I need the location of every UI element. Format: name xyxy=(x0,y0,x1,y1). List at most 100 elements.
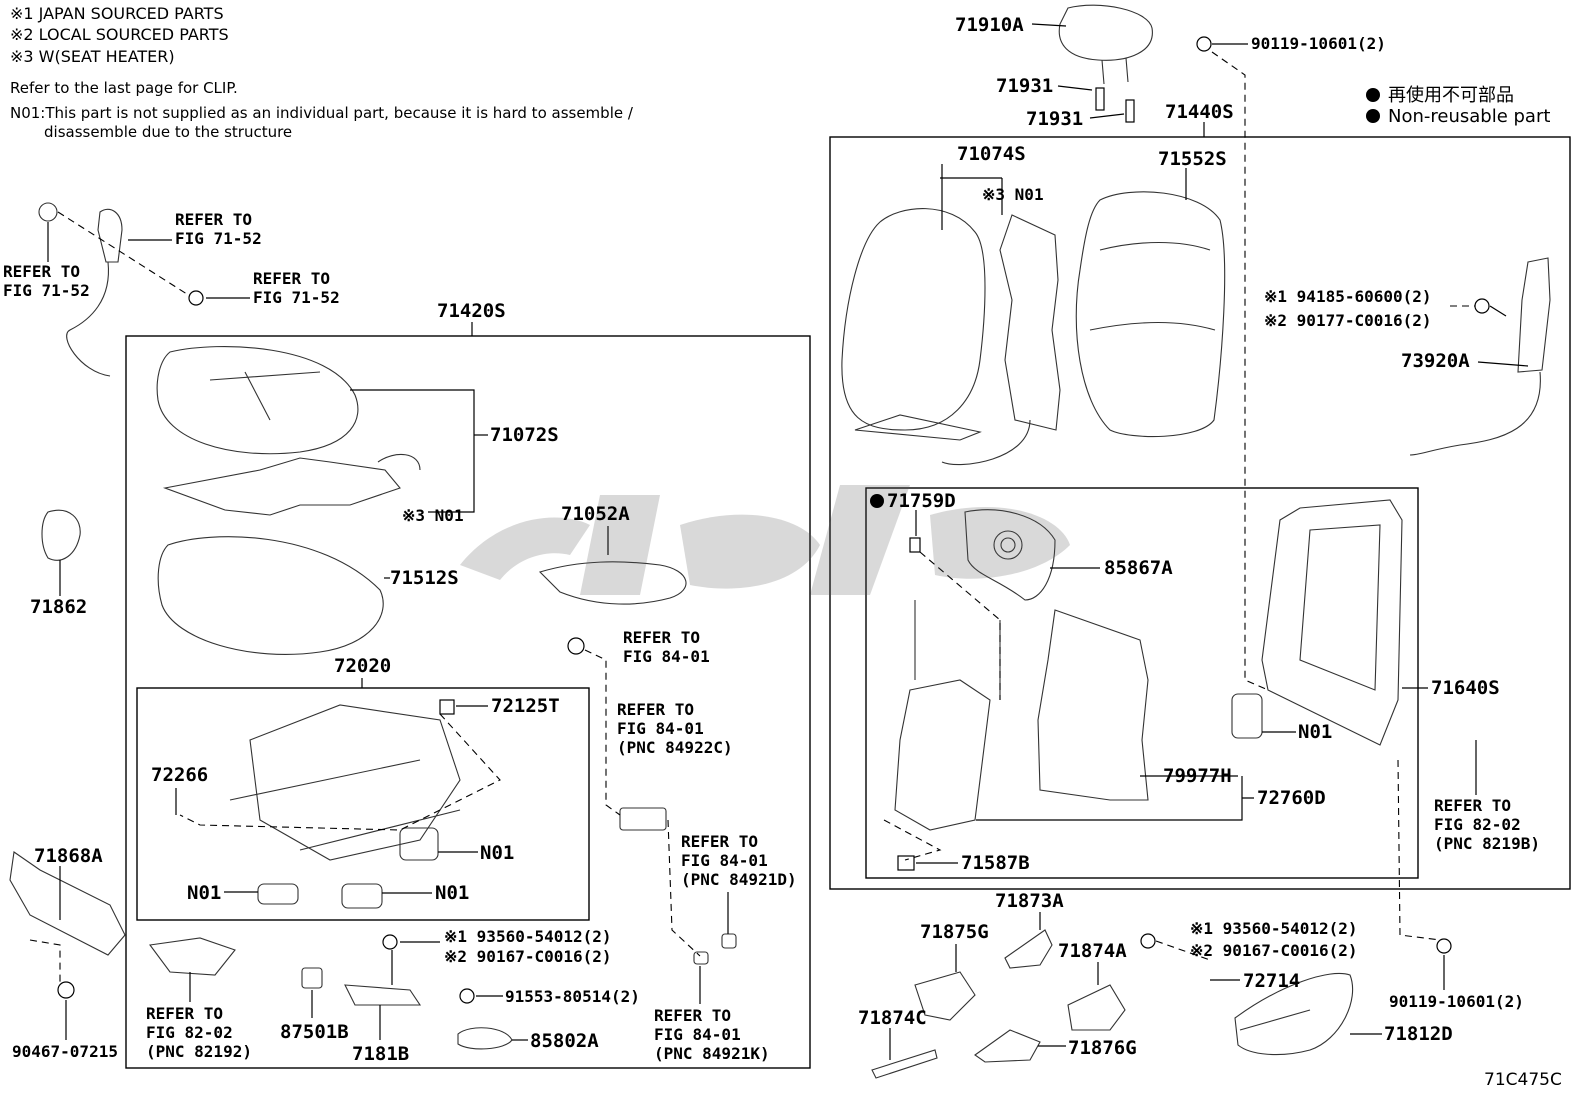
note-clip: Refer to the last page for CLIP. xyxy=(10,79,238,97)
airbag-shape xyxy=(964,509,1056,601)
motor-a-shape xyxy=(399,827,439,861)
part-71052A[interactable]: 71052A xyxy=(561,503,630,525)
part-71931-b[interactable]: 71931 xyxy=(1026,108,1084,130)
part-N01-motor-c[interactable]: N01 xyxy=(435,882,470,904)
legend-non-reusable-en: Non-reusable part xyxy=(1366,106,1550,127)
part-71874C[interactable]: 71874C xyxy=(858,1007,927,1029)
bracket-7181B-shape xyxy=(344,984,422,1006)
bolt-71931-b-icon xyxy=(1125,99,1135,123)
part-71873A[interactable]: 71873A xyxy=(995,890,1064,912)
frame-lumbar xyxy=(865,487,1419,879)
cushion-pad-shape xyxy=(157,536,384,655)
rod-71874C-shape xyxy=(871,1049,938,1079)
part-71875G[interactable]: 71875G xyxy=(920,921,989,943)
clip-84-01-icon xyxy=(567,637,585,655)
buckle-shape xyxy=(97,208,123,263)
part-90467-07215[interactable]: 90467-07215 xyxy=(12,1042,118,1061)
part-N01-heater-right[interactable]: ※3 N01 xyxy=(982,185,1044,204)
clip-87501B-shape xyxy=(301,967,323,989)
part-72020[interactable]: 72020 xyxy=(334,655,392,677)
part-71868A[interactable]: 71868A xyxy=(34,845,103,867)
part-91553-80514[interactable]: 91553-80514(2) xyxy=(505,987,640,1006)
frame-adjuster-72020 xyxy=(136,687,590,921)
part-71876G[interactable]: 71876G xyxy=(1068,1037,1137,1059)
non-reusable-dot-icon xyxy=(870,494,884,508)
part-85802A[interactable]: 85802A xyxy=(530,1030,599,1052)
lumbar-pad-shape xyxy=(1037,609,1149,801)
part-71074S[interactable]: 71074S xyxy=(957,143,1026,165)
part-90167-C0016-left[interactable]: ※2 90167-C0016(2) xyxy=(444,947,612,966)
bolt-90119-top-icon xyxy=(1196,36,1212,52)
part-90119-10601-top[interactable]: 90119-10601(2) xyxy=(1251,34,1386,53)
part-71552S[interactable]: 71552S xyxy=(1158,148,1227,170)
part-94185-60600[interactable]: ※1 94185-60600(2) xyxy=(1264,287,1432,306)
part-90167-C0016-right[interactable]: ※2 90167-C0016(2) xyxy=(1190,941,1358,960)
part-71512S[interactable]: 71512S xyxy=(390,567,459,589)
part-71910A[interactable]: 71910A xyxy=(955,14,1024,36)
part-N01-heater-left[interactable]: ※3 N01 xyxy=(402,506,464,525)
note-local-sourced: ※2 LOCAL SOURCED PARTS xyxy=(10,25,229,44)
part-71931-a[interactable]: 71931 xyxy=(996,75,1054,97)
part-71759D[interactable]: 71759D xyxy=(870,490,956,512)
bracket-71873A-shape xyxy=(1004,929,1053,969)
seatback-pad-shape xyxy=(1075,191,1226,438)
part-90177-C0016[interactable]: ※2 90177-C0016(2) xyxy=(1264,311,1432,330)
part-71072S[interactable]: 71072S xyxy=(490,424,559,446)
bracket-82192-shape xyxy=(149,937,236,976)
note-n01-line2: disassemble due to the structure xyxy=(44,123,293,141)
part-71587B[interactable]: 71587B xyxy=(961,852,1030,874)
seatback-heater-shape xyxy=(999,214,1061,431)
note-n01-line1: N01:This part is not supplied as an indi… xyxy=(10,104,633,122)
nut-fig7152-icon xyxy=(188,290,204,306)
side-cover-shape xyxy=(1517,257,1551,373)
part-93560-54012-right[interactable]: ※1 93560-54012(2) xyxy=(1190,919,1358,938)
part-72760D[interactable]: 72760D xyxy=(1257,787,1326,809)
part-79977H[interactable]: 79977H xyxy=(1163,765,1232,787)
plug-84921D-shape xyxy=(721,933,737,949)
bracket-71876G-shape xyxy=(974,1029,1041,1063)
part-90119-10601-bottom[interactable]: 90119-10601(2) xyxy=(1389,992,1524,1011)
frame-seatback-71440S xyxy=(829,136,1571,890)
part-N01-motor-b[interactable]: N01 xyxy=(187,882,222,904)
part-72266[interactable]: 72266 xyxy=(151,764,209,786)
part-71640S[interactable]: 71640S xyxy=(1431,677,1500,699)
part-7181B[interactable]: 7181B xyxy=(352,1043,410,1065)
part-73920A[interactable]: 73920A xyxy=(1401,350,1470,372)
figure-code: 71C475C xyxy=(1484,1070,1562,1090)
lumbar-support-shape xyxy=(894,679,991,831)
trim-71868A-shape xyxy=(9,851,126,956)
motor-d-shape xyxy=(1231,693,1263,739)
part-71440S[interactable]: 71440S xyxy=(1165,101,1234,123)
part-87501B[interactable]: 87501B xyxy=(280,1021,349,1043)
part-72714[interactable]: 72714 xyxy=(1243,970,1301,992)
filled-dot-icon xyxy=(1366,88,1380,102)
part-85867A[interactable]: 85867A xyxy=(1104,557,1173,579)
part-71862[interactable]: 71862 xyxy=(30,596,88,618)
switch-85802A-shape xyxy=(457,1027,513,1050)
part-N01-motor-d[interactable]: N01 xyxy=(1298,721,1333,743)
motor-c-shape xyxy=(341,883,383,909)
part-71420S[interactable]: 71420S xyxy=(437,300,506,322)
filled-dot-icon xyxy=(1366,109,1380,123)
cover-71812D-shape xyxy=(1234,972,1354,1056)
switch-pnc84922C-shape xyxy=(619,807,667,831)
part-71812D[interactable]: 71812D xyxy=(1384,1023,1453,1045)
bolt-91553-icon xyxy=(459,988,475,1004)
nut-94185-icon xyxy=(1474,298,1490,314)
clip-71759D-icon xyxy=(909,537,921,553)
part-72125T[interactable]: 72125T xyxy=(491,695,560,717)
part-93560-54012-left[interactable]: ※1 93560-54012(2) xyxy=(444,927,612,946)
cushion-cover-shape xyxy=(156,346,359,455)
part-71874A[interactable]: 71874A xyxy=(1058,940,1127,962)
part-N01-motor-a[interactable]: N01 xyxy=(480,842,515,864)
